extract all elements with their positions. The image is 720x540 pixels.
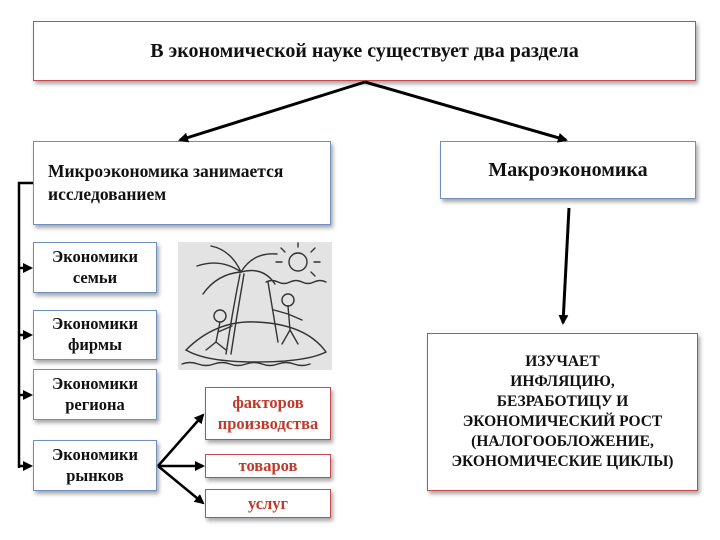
firm-economics-box: Экономики фирмы: [33, 310, 157, 360]
firm-economics-label: Экономики фирмы: [52, 314, 138, 354]
arrow-markets-to-factors: [157, 413, 205, 467]
microeconomics-box: Микроэкономика занимается исследованием: [33, 141, 331, 225]
macro-studies-line: ИЗУЧАЕТ: [525, 352, 600, 370]
macroeconomics-box: Макроэкономика: [440, 141, 696, 199]
arrow-title-to-macro: [364, 80, 568, 143]
goods-box: товаров: [205, 454, 331, 478]
markets-economics-box: Экономики рынков: [33, 440, 157, 491]
arrow-title-to-micro: [178, 80, 366, 143]
factors-of-production-label: факторов производства: [217, 392, 319, 433]
title-box: В экономической науке существует два раз…: [33, 21, 696, 81]
family-economics-label: Экономики семьи: [52, 246, 138, 287]
markets-economics-label: Экономики рынков: [52, 444, 138, 485]
title-text: В экономической науке существует два раз…: [150, 39, 579, 62]
macro-studies-line: БЕЗРАБОТИЦУ И: [496, 392, 629, 410]
factors-of-production-box: факторов производства: [205, 387, 331, 440]
island-sketch-icon: [181, 242, 328, 367]
family-economics-box: Экономики семьи: [33, 242, 157, 293]
macro-studies-line: ИНФЛЯЦИЮ,: [510, 372, 615, 390]
desert-island-illustration-icon: [178, 242, 332, 370]
micro-bracket-line: [17, 181, 33, 468]
services-box: услуг: [205, 489, 331, 518]
microeconomics-label: Микроэкономика занимается исследованием: [48, 161, 284, 204]
region-economics-label: Экономики региона: [52, 373, 138, 414]
region-economics-box: Экономики региона: [33, 369, 157, 420]
macro-studies-line: (НАЛОГООБЛОЖЕНИЕ,: [471, 433, 654, 451]
services-label: услуг: [247, 493, 289, 513]
arrow-macro-to-studies: [558, 207, 571, 325]
macroeconomics-label: Макроэкономика: [488, 158, 648, 181]
macro-studies-line: ЭКОНОМИЧЕСКИЙ РОСТ: [462, 413, 663, 430]
arrow-markets-to-services: [157, 465, 205, 505]
macro-studies-line: ЭКОНОМИЧЕСКИЕ ЦИКЛЫ): [451, 453, 674, 471]
goods-label: товаров: [238, 456, 298, 475]
macro-studies-box: ИЗУЧАЕТ ИНФЛЯЦИЮ, БЕЗРАБОТИЦУ И ЭКОНОМИЧ…: [427, 333, 698, 491]
